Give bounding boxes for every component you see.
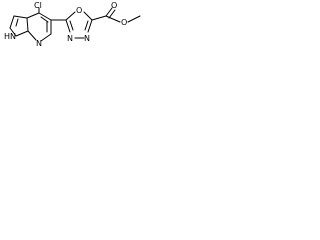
bond-c2ox-o1: [65, 11, 76, 21]
bond-c6-n7: [40, 33, 52, 42]
bond-carbonyl-oxo: [105, 7, 113, 17]
bond-n1-c2-link: [9, 27, 17, 37]
atom-n-ring-2: N: [84, 34, 90, 43]
bond-oester-methyl: [127, 15, 141, 23]
bond-c4-c5-double: [40, 16, 49, 23]
atom-o-ring: O: [76, 6, 82, 15]
atom-o-ester: O: [121, 18, 127, 27]
bond-c7a-n1: [15, 30, 29, 37]
chemical-structure: Cl HN N O N N O O: [4, 1, 141, 48]
atom-labels: Cl HN N O N N O O: [4, 1, 127, 48]
bond-c4-c5: [38, 12, 52, 21]
atom-o-carbonyl: O: [111, 1, 117, 10]
bond-c3a-c4: [26, 12, 40, 19]
atom-n-pyridine: N: [36, 39, 42, 48]
bond-c1-c2-double: [15, 18, 19, 27]
bond-o1-c5ox: [83, 11, 93, 21]
bond-c1-c2: [9, 15, 15, 29]
atom-nh: HN: [4, 32, 16, 41]
bond-c2-c3: [13, 15, 28, 19]
bond-c2ox-n3-double: [69, 20, 74, 31]
bond-c5ox-carbonyl: [91, 15, 107, 21]
bond-c5ox-n4: [87, 19, 93, 33]
bond-carbonyl-oester: [105, 15, 121, 23]
bond-c3-c3a: [26, 17, 29, 32]
bonds: [9, 7, 141, 42]
bond-carbonyl-oxo-double: [108, 9, 116, 19]
bond-n3-c2ox: [65, 19, 71, 33]
atom-cl: Cl: [34, 1, 42, 10]
bond-c5ox-n4-double: [84, 20, 89, 31]
bond-n7-c7a: [27, 30, 37, 41]
atom-n-ring-1: N: [67, 34, 73, 43]
